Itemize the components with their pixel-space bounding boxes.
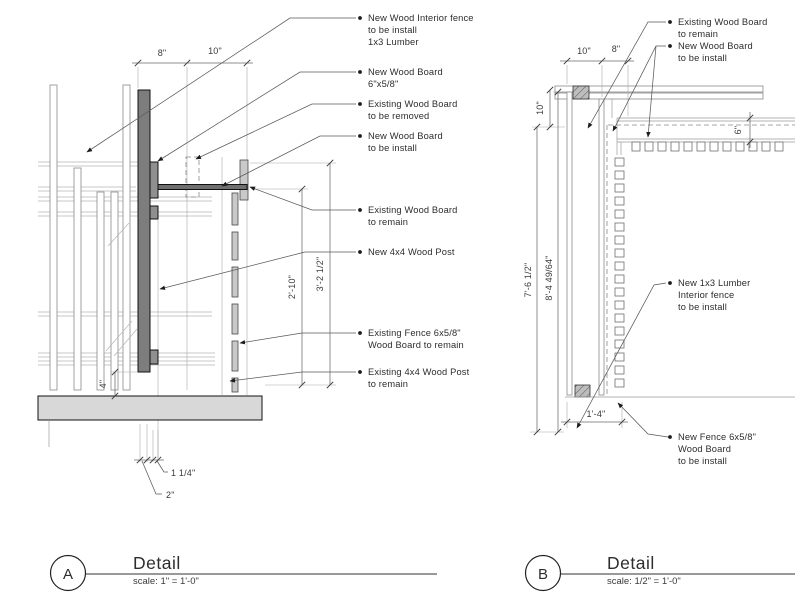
annotation-line: 1x3 Lumber [368, 37, 419, 47]
detail-b-view: 10" 8" 10" 7'-6 1/2" 8'-4 49/64" 6" [523, 17, 795, 466]
left-boards-plan [566, 91, 605, 396]
dim-label: 8'-4 49/64" [544, 255, 554, 300]
board-to-be-removed-dashed [185, 156, 200, 198]
annotation-line: Wood Board to remain [368, 340, 464, 350]
post-plan-bottom [574, 384, 591, 398]
ground-slab [37, 395, 263, 421]
annotation-line: to be install [368, 25, 417, 35]
annotation-line: to remain [678, 29, 718, 39]
dim-label: 8" [612, 44, 621, 54]
post-plan-top [572, 85, 590, 100]
dim-b-left-long: 7'-6 1/2" 8'-4 49/64" [523, 88, 567, 436]
leader-lines-b [576, 21, 669, 438]
annotation-line: to remain [368, 379, 408, 389]
annotation-line: New Wood Board [678, 41, 753, 51]
dim-b-bottom: 1'-4" [561, 402, 628, 428]
new-4x4-wood-post [137, 89, 151, 373]
dim-a-right: 2'-10" 3'-2 1/2" [250, 159, 336, 389]
annotation-line: to remain [368, 217, 408, 227]
detail-scale: scale: 1/2" = 1'-0" [607, 576, 681, 587]
dim-label: 7'-6 1/2" [523, 263, 533, 298]
new-wood-block-lower [149, 349, 159, 365]
annotation-line: New Wood Board [368, 67, 443, 77]
annotation-line: Interior fence [678, 290, 734, 300]
brace-lines [105, 222, 138, 357]
detail-letter: B [538, 566, 548, 583]
annotations-a: New Wood Interior fence to be install 1x… [358, 13, 473, 389]
new-wood-board-6x58 [149, 161, 159, 199]
annotation-line: New Fence 6x5/8" [678, 432, 756, 442]
annotation-line: New Wood Interior fence [368, 13, 474, 23]
annotation-line: to be install [678, 456, 727, 466]
annotation-line: 6"x5/8" [368, 79, 398, 89]
dim-label: 10" [577, 46, 591, 56]
annotation-line: Wood Board [678, 444, 731, 454]
dim-label: 1'-4" [587, 409, 606, 419]
annotation-line: Existing 4x4 Wood Post [368, 367, 470, 377]
dim-a-bottom: 1 1/4" 2" [134, 424, 195, 500]
existing-interior-fence-boards [49, 84, 131, 391]
detail-b-titleblock: B Detail scale: 1/2" = 1'-0" [524, 553, 795, 592]
annotation-line: Existing Fence 6x5/8" [368, 328, 461, 338]
annotations-b: Existing Wood Board to remain New Wood B… [668, 17, 767, 466]
detail-title: Detail [607, 553, 655, 573]
dim-a-top: 8" 10" [132, 46, 253, 67]
new-wood-block-upper [149, 205, 159, 220]
existing-fence-board-segments [231, 192, 239, 393]
annotation-line: Existing Wood Board [368, 99, 458, 109]
annotation-line: to be removed [368, 111, 429, 121]
annotation-line: New 4x4 Wood Post [368, 247, 455, 257]
annotation-line: to be install [368, 143, 417, 153]
existing-board-to-remain [239, 159, 249, 201]
dim-label: 2" [166, 490, 175, 500]
dim-label: 10" [208, 46, 222, 56]
dim-label: 2'-10" [287, 275, 297, 299]
new-wood-board-horizontal [157, 184, 248, 190]
detail-a-bubble [49, 554, 87, 592]
leader-lines-a [86, 17, 356, 383]
picket-column-vertical [614, 157, 625, 388]
dim-label: 10" [535, 101, 545, 115]
dim-label: 4" [98, 380, 108, 389]
dim-label: 3'-2 1/2" [315, 257, 325, 292]
dim-b-top: 10" 8" [560, 44, 634, 116]
annotation-line: Existing Wood Board [678, 17, 768, 27]
detail-a-titleblock: A Detail scale: 1" = 1'-0" [49, 553, 437, 592]
dim-a-embed: 4" [98, 368, 137, 400]
annotation-line: Existing Wood Board [368, 205, 458, 215]
dim-b-right: 6" [733, 112, 754, 148]
detail-title: Detail [133, 553, 181, 573]
annotation-line: to be install [678, 302, 727, 312]
picket-row-horizontal [631, 141, 784, 152]
annotation-line: New Wood Board [368, 131, 443, 141]
dim-label: 8" [158, 48, 167, 58]
dim-label: 6" [733, 126, 743, 135]
detail-letter: A [63, 566, 73, 583]
annotation-line: to be install [678, 53, 727, 63]
detail-a-view: 8" 10" 2'-10" 3'-2 1/2" 4" [37, 13, 473, 500]
annotation-line: New 1x3 Lumber [678, 278, 750, 288]
detail-b-bubble [524, 554, 562, 592]
dim-label: 1 1/4" [171, 468, 195, 478]
top-boards-plan [554, 85, 764, 100]
detail-scale: scale: 1" = 1'-0" [133, 576, 199, 587]
